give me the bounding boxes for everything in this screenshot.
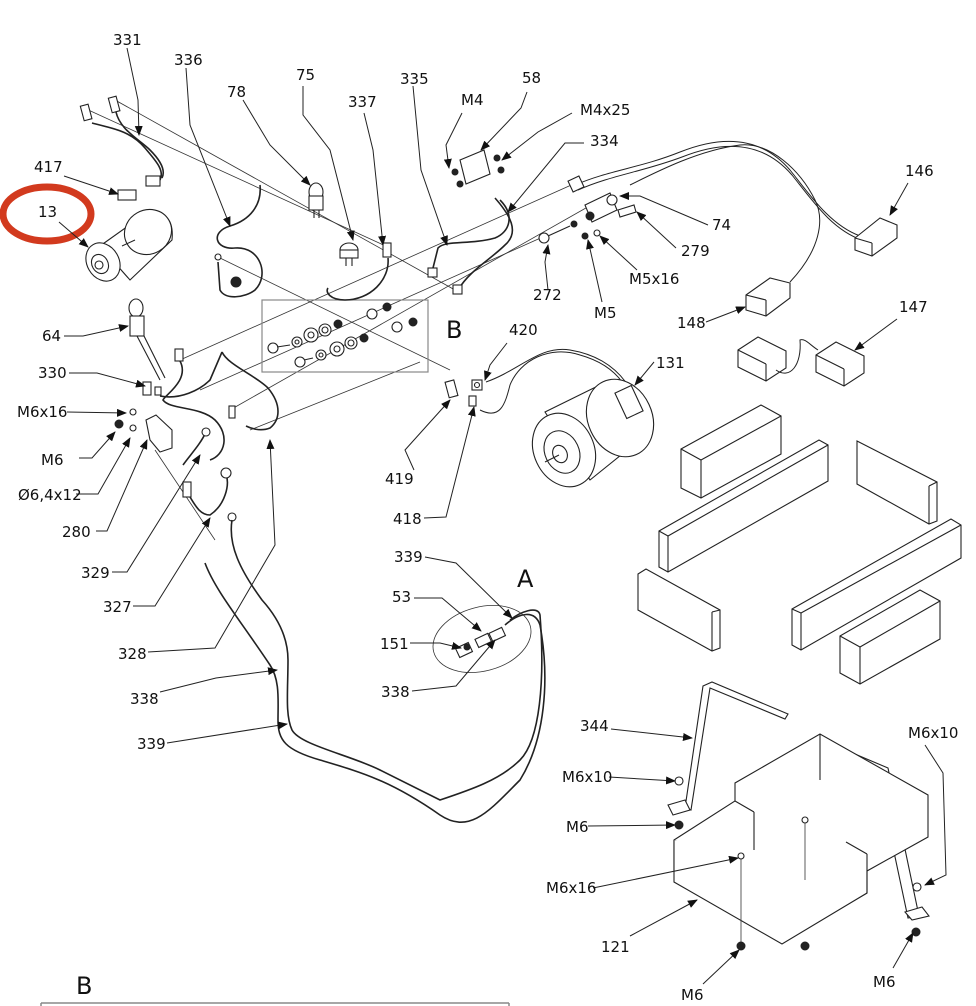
callout-m6x16-tray: M6x16 [546, 879, 596, 897]
callout-147: 147 [899, 298, 928, 316]
callout-131: 131 [656, 354, 685, 372]
part-64-keyswitch [128, 298, 166, 381]
part-417-connector [117, 189, 137, 201]
callout-420: 420 [509, 321, 538, 339]
callout-280: 280 [62, 523, 91, 541]
callout-419: 419 [385, 470, 414, 488]
callout-m4: M4 [461, 91, 484, 109]
part-328-cable [221, 351, 279, 431]
callout-121: 121 [601, 938, 630, 956]
callout-272: 272 [533, 286, 562, 304]
callout-13: 13 [38, 203, 57, 221]
callout-washer: Ø6,4x12 [18, 486, 82, 504]
part-272-terminal [538, 220, 578, 244]
detail-b-label: B [446, 316, 462, 344]
callout-329: 329 [81, 564, 110, 582]
callout-148: 148 [677, 314, 706, 332]
detail-a-ellipse [432, 605, 532, 673]
callout-335: 335 [400, 70, 429, 88]
part-146-pedal [854, 217, 898, 257]
part-279-clip [617, 204, 637, 218]
footer-b-label: B [76, 972, 92, 1000]
callout-151: 151 [380, 635, 409, 653]
callout-74: 74 [712, 216, 731, 234]
callout-330: 330 [38, 364, 67, 382]
part-75-switch [339, 242, 359, 266]
callout-m6-tray-left: M6 [566, 818, 589, 836]
callout-417: 417 [34, 158, 63, 176]
callout-m6-left: M6 [41, 451, 64, 469]
callout-344: 344 [580, 717, 609, 735]
callout-328: 328 [118, 645, 147, 663]
part-58-bracket [451, 149, 505, 188]
callout-327: 327 [103, 598, 132, 616]
callout-64: 64 [42, 327, 61, 345]
callout-m4x25: M4x25 [580, 101, 630, 119]
part-331-harness [79, 95, 165, 187]
part-74-relay [584, 192, 618, 223]
part-147-sensor [737, 336, 865, 387]
part-336-cable [216, 184, 263, 298]
callout-331: 331 [113, 31, 142, 49]
callout-m6x10-left: M6x10 [562, 768, 612, 786]
part-420-terminal [471, 379, 483, 391]
callout-53: 53 [392, 588, 411, 606]
callout-m6-tray-right: M6 [873, 973, 896, 991]
part-146-cable [574, 140, 861, 237]
part-334-cable [457, 197, 514, 291]
part-121-tray [673, 733, 929, 945]
callout-m5: M5 [594, 304, 617, 322]
part-327-cable [189, 473, 229, 516]
part-339-cable [230, 519, 543, 801]
part-418-connector [468, 395, 477, 407]
callout-m5x16: M5x16 [629, 270, 679, 288]
callout-leaders [58, 47, 947, 985]
part-78-switch [308, 182, 324, 218]
callout-279: 279 [681, 242, 710, 260]
part-329-cable [182, 431, 207, 466]
callout-337: 337 [348, 93, 377, 111]
part-151-53-connectors [454, 626, 507, 659]
callout-336: 336 [174, 51, 203, 69]
callout-m6x16-left: M6x16 [17, 403, 67, 421]
callout-146: 146 [905, 162, 934, 180]
part-419-connector [444, 379, 459, 399]
part-330-wire [142, 348, 225, 461]
part-washer [129, 424, 137, 432]
callout-labels: 331 336 78 75 337 335 58 M4 M4x25 334 14… [17, 31, 958, 1004]
part-148-pedal [745, 277, 791, 317]
callout-m6-tray-bottom: M6 [681, 986, 704, 1004]
part-337-wire [326, 242, 392, 301]
part-13-capacitor [85, 208, 173, 282]
detail-a-label: A [517, 565, 534, 593]
callout-78: 78 [227, 83, 246, 101]
part-280-relay [145, 414, 173, 453]
callout-338-detail: 338 [381, 683, 410, 701]
callout-m6x10-right: M6x10 [908, 724, 958, 742]
callout-334: 334 [590, 132, 619, 150]
part-m6-nut [114, 419, 124, 429]
part-m6x16-bolt [129, 408, 137, 416]
callout-75: 75 [296, 66, 315, 84]
callout-418: 418 [393, 510, 422, 528]
part-338-cable [204, 562, 546, 823]
detail-b-inset [261, 299, 429, 373]
tray-hardware [674, 776, 922, 951]
callout-339-detail: 339 [394, 548, 423, 566]
callout-58: 58 [522, 69, 541, 87]
highlight-circle [0, 183, 95, 245]
packaging-foam-blocks [637, 404, 962, 685]
callout-338: 338 [130, 690, 159, 708]
part-131-motor [531, 378, 655, 488]
callout-339: 339 [137, 735, 166, 753]
